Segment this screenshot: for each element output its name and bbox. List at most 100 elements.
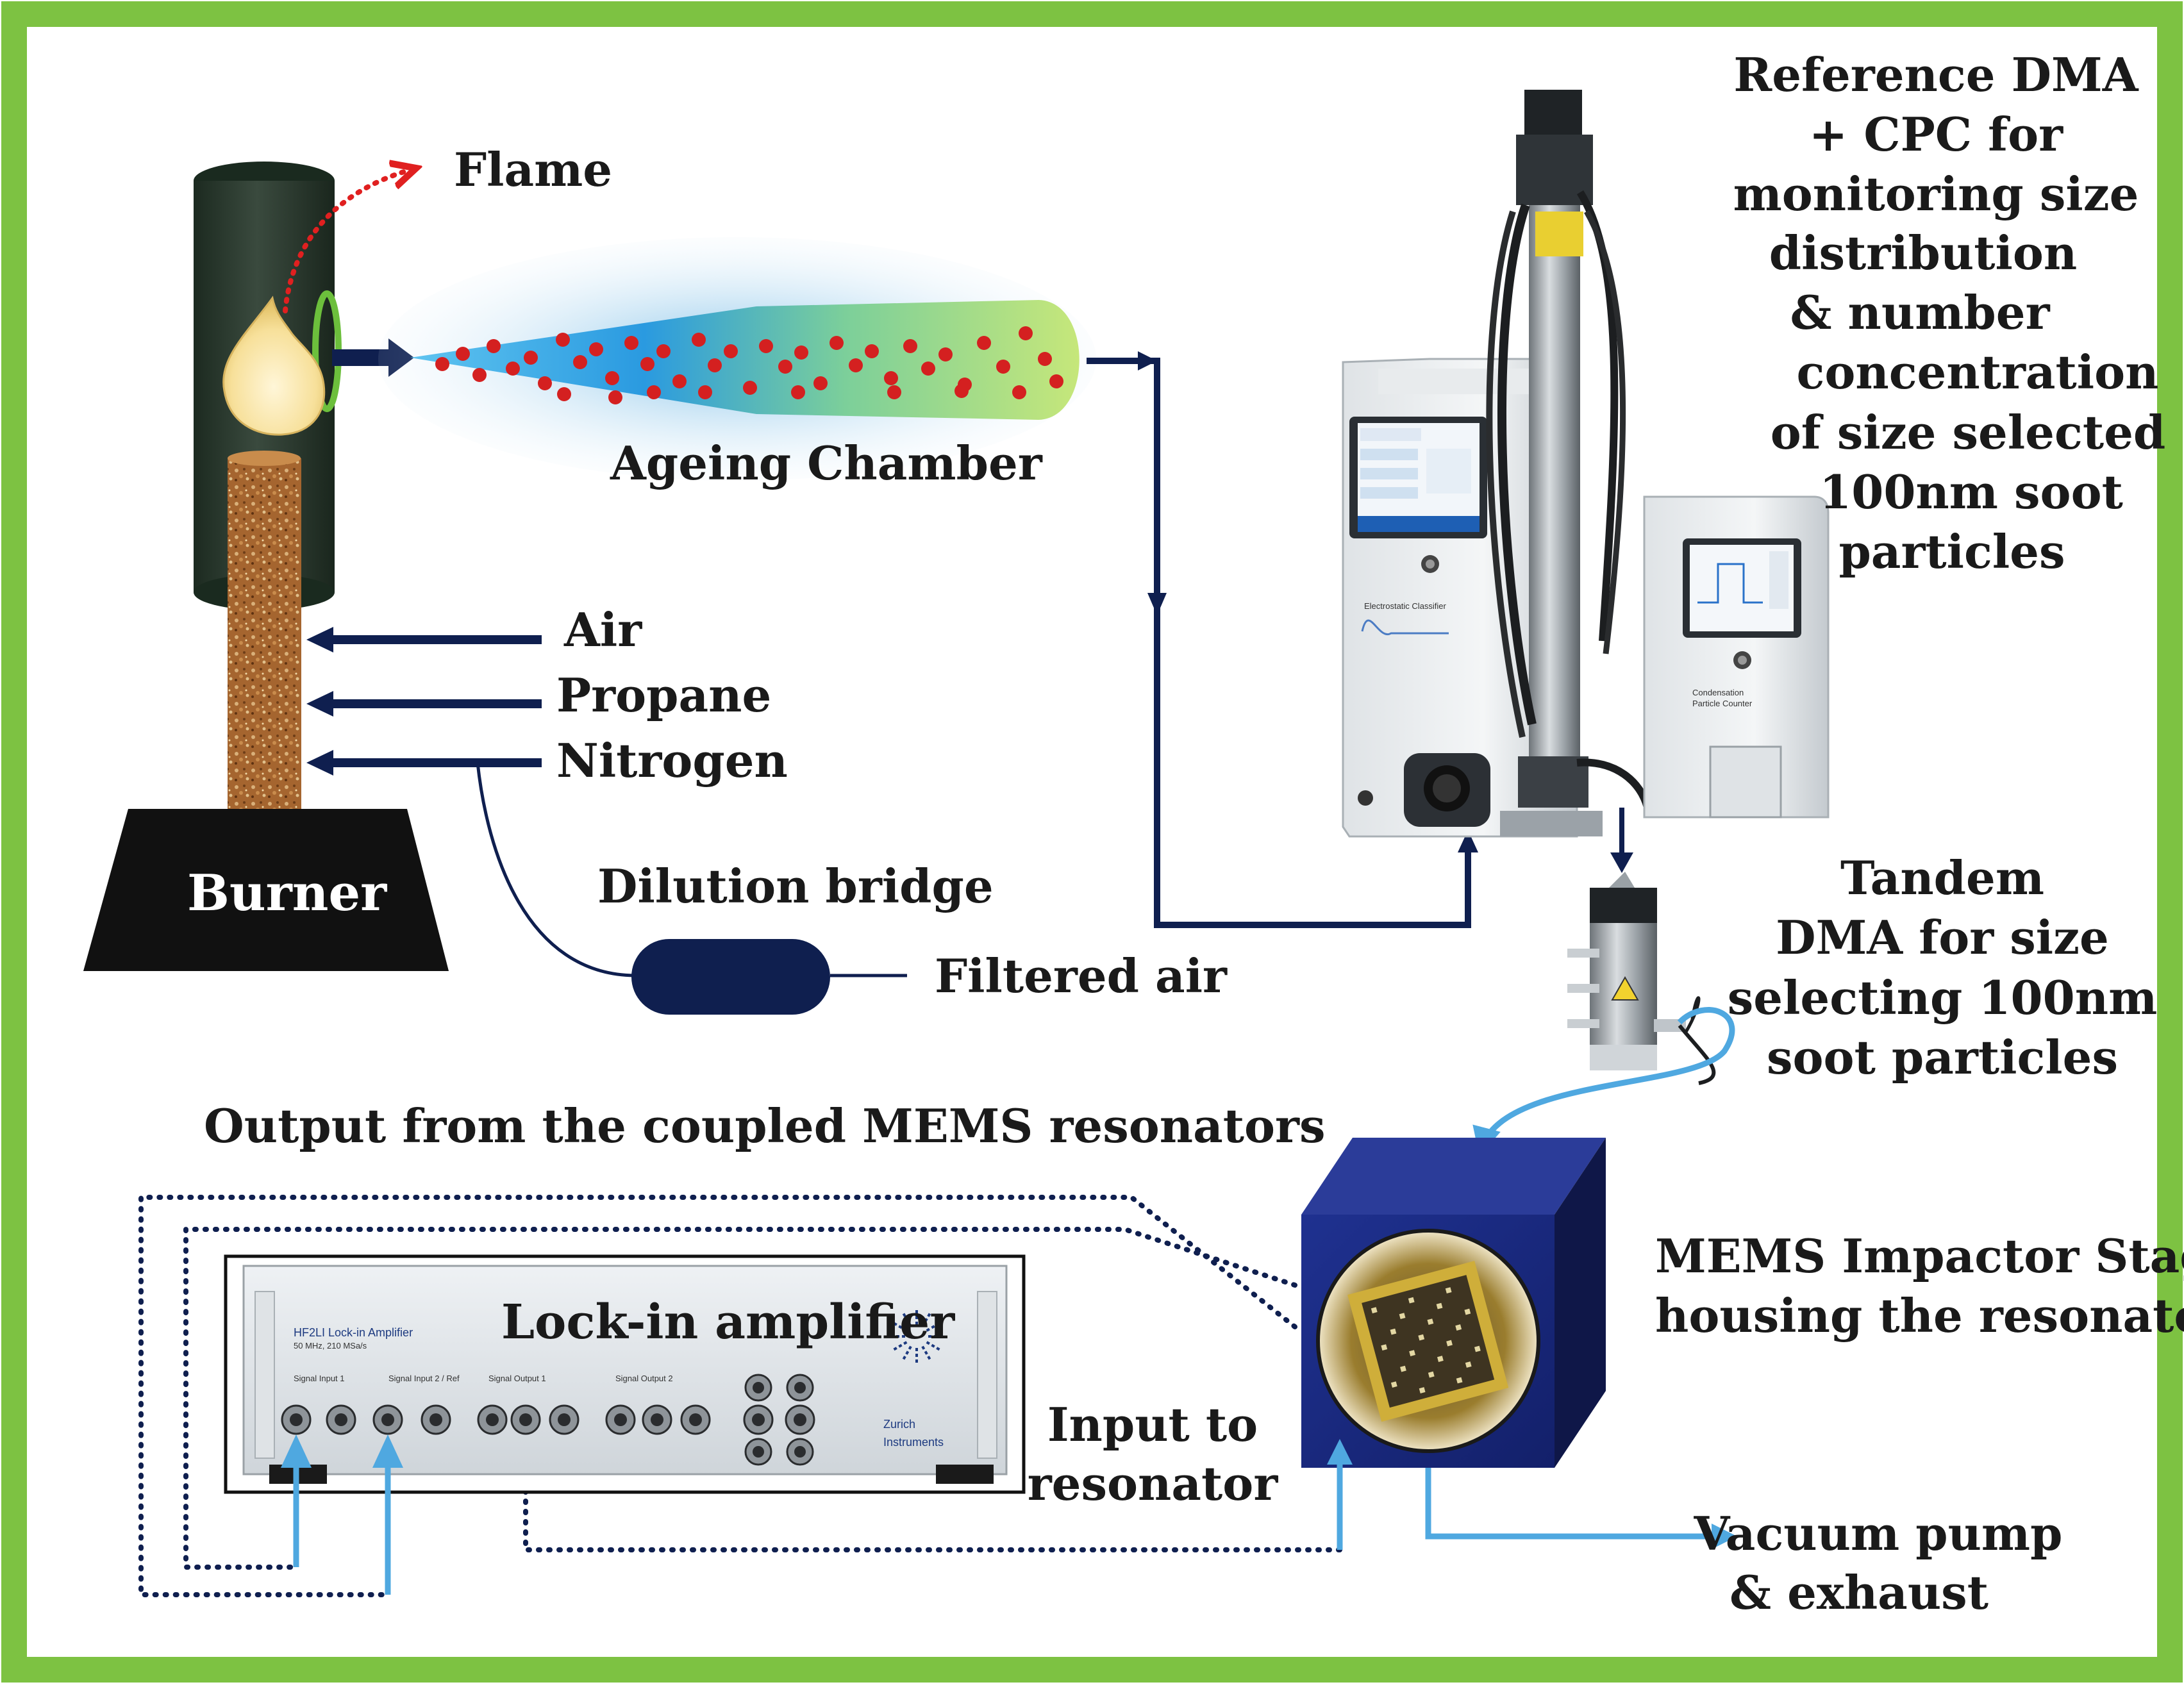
soot-particle	[647, 385, 661, 399]
reference-dma-line: particles	[1838, 524, 2065, 579]
lock-in-amplifier-icon: HF2LI Lock-in Amplifier 50 MHz, 210 MSa/…	[224, 1254, 1026, 1494]
mems-box	[1301, 1138, 1606, 1468]
soot-particle	[557, 387, 571, 401]
reference-dma-line: 100nm soot	[1819, 465, 2123, 519]
bnc-connector-core	[519, 1413, 532, 1426]
soot-particle	[605, 371, 619, 385]
label-mems-stage-line1: MEMS Impactor Stage	[1655, 1229, 2184, 1283]
soot-particle	[794, 345, 808, 360]
soot-particle	[884, 371, 898, 385]
bnc-connector-core	[429, 1413, 442, 1426]
signal-input-1-head	[281, 1434, 312, 1468]
label-input-line2: resonator	[1028, 1456, 1279, 1511]
classifier-name: Electrostatic Classifier	[1364, 601, 1447, 611]
soot-particle	[698, 385, 712, 399]
port-label-3: Signal Output 1	[488, 1374, 546, 1383]
bnc-connector-core	[651, 1413, 663, 1426]
tandem-dma-icon	[1567, 872, 1716, 1085]
chip-pad	[1464, 1308, 1471, 1315]
label-air: Air	[563, 602, 642, 657]
soot-particle	[743, 381, 757, 395]
label-lockin: Lock-in amplifier	[501, 1295, 955, 1350]
bnc-connector-core	[794, 1413, 806, 1426]
tandem-dma-line: Tandem	[1840, 851, 2044, 905]
label-flame: Flame	[454, 142, 612, 197]
dilution-bridge-icon	[631, 939, 830, 1015]
port-label-1: Signal Input 1	[294, 1374, 345, 1383]
bnc-connector-core	[381, 1413, 394, 1426]
input-arrowhead	[1327, 1439, 1353, 1465]
signal-input-2-head	[372, 1434, 403, 1468]
label-vacuum-line1: Vacuum pump	[1694, 1506, 2063, 1561]
soot-particle	[724, 344, 738, 358]
soot-particle	[524, 351, 538, 365]
soot-particles	[435, 326, 1063, 404]
chip-pad	[1455, 1324, 1462, 1331]
label-ageing-chamber: Ageing Chamber	[610, 436, 1043, 490]
tandem-dma-line: DMA for size	[1776, 910, 2109, 965]
soot-particle	[589, 342, 603, 356]
chip-pad	[1427, 1318, 1434, 1326]
label-mems-stage-line2: housing the resonators	[1655, 1288, 2184, 1343]
zurich-logo-ray	[902, 1312, 912, 1327]
soot-particle	[996, 360, 1010, 374]
soot-particle	[573, 355, 587, 369]
chip-pad	[1409, 1350, 1415, 1356]
chip-pad	[1400, 1365, 1406, 1372]
label-burner: Burner	[187, 864, 387, 922]
label-tandem-dma: Tandem DMA for size selecting 100nm soot…	[1728, 851, 2158, 1084]
soot-particle	[887, 385, 901, 399]
tandem-dma-line: soot particles	[1767, 1030, 2118, 1084]
label-nitrogen: Nitrogen	[556, 733, 788, 788]
chip-pad	[1371, 1307, 1378, 1314]
bnc-connector-core	[486, 1413, 499, 1426]
down-arrowhead	[1147, 593, 1167, 615]
soot-particle	[1019, 326, 1033, 340]
zurich-logo-ray	[892, 1322, 908, 1332]
chip-pad	[1445, 1287, 1452, 1294]
output-dotted-line-1	[138, 1195, 1297, 1597]
chip-pad	[1428, 1371, 1435, 1378]
aux-connector-core	[753, 1382, 764, 1393]
soot-particle	[903, 339, 917, 353]
chamber-to-dma-line	[1087, 358, 1471, 928]
cpc-name-line2: Particle Counter	[1692, 699, 1753, 708]
soot-particle	[640, 357, 654, 371]
soot-particle	[692, 333, 706, 347]
soot-particle	[921, 362, 935, 376]
soot-particle	[778, 360, 792, 374]
ageing-chamber	[378, 237, 1096, 481]
zurich-logo-ray	[926, 1322, 941, 1332]
chip-pad	[1436, 1302, 1443, 1309]
zurich-logo-ray	[926, 1341, 941, 1351]
soot-particle	[608, 390, 622, 404]
bnc-connector-core	[290, 1413, 303, 1426]
soot-particle	[759, 339, 773, 353]
soot-particle	[456, 347, 470, 361]
zurich-logo-ray	[902, 1345, 912, 1361]
reference-dma-line: & number	[1790, 285, 2050, 340]
soot-particle	[538, 376, 552, 390]
soot-particle	[829, 336, 844, 350]
chip-pad	[1456, 1377, 1463, 1384]
reference-dma-line: distribution	[1769, 226, 2077, 280]
zurich-logo-ray	[892, 1341, 908, 1351]
soot-particle	[672, 374, 687, 388]
bnc-connector-core	[614, 1413, 627, 1426]
soot-particle	[1012, 385, 1026, 399]
lockin-brand-line1: Zurich	[883, 1418, 915, 1431]
reference-dma-icon: Electrostatic Classifier	[1342, 90, 1651, 838]
chip-pad	[1390, 1328, 1397, 1335]
reference-dma-line: + CPC for	[1809, 107, 2063, 162]
bnc-connector-core	[558, 1413, 571, 1426]
burner-icon	[83, 162, 449, 971]
reference-dma-line: concentration	[1796, 345, 2158, 399]
soot-particle	[556, 333, 570, 347]
label-reference-dma: Reference DMA + CPC for monitoring size …	[1733, 47, 2166, 579]
aux-connector-core	[794, 1446, 806, 1458]
gas-inlet-arrows	[306, 627, 542, 776]
bnc-connector-core	[335, 1413, 347, 1426]
tandem-arrowhead	[1610, 852, 1633, 873]
label-filtered-air: Filtered air	[935, 949, 1228, 1003]
